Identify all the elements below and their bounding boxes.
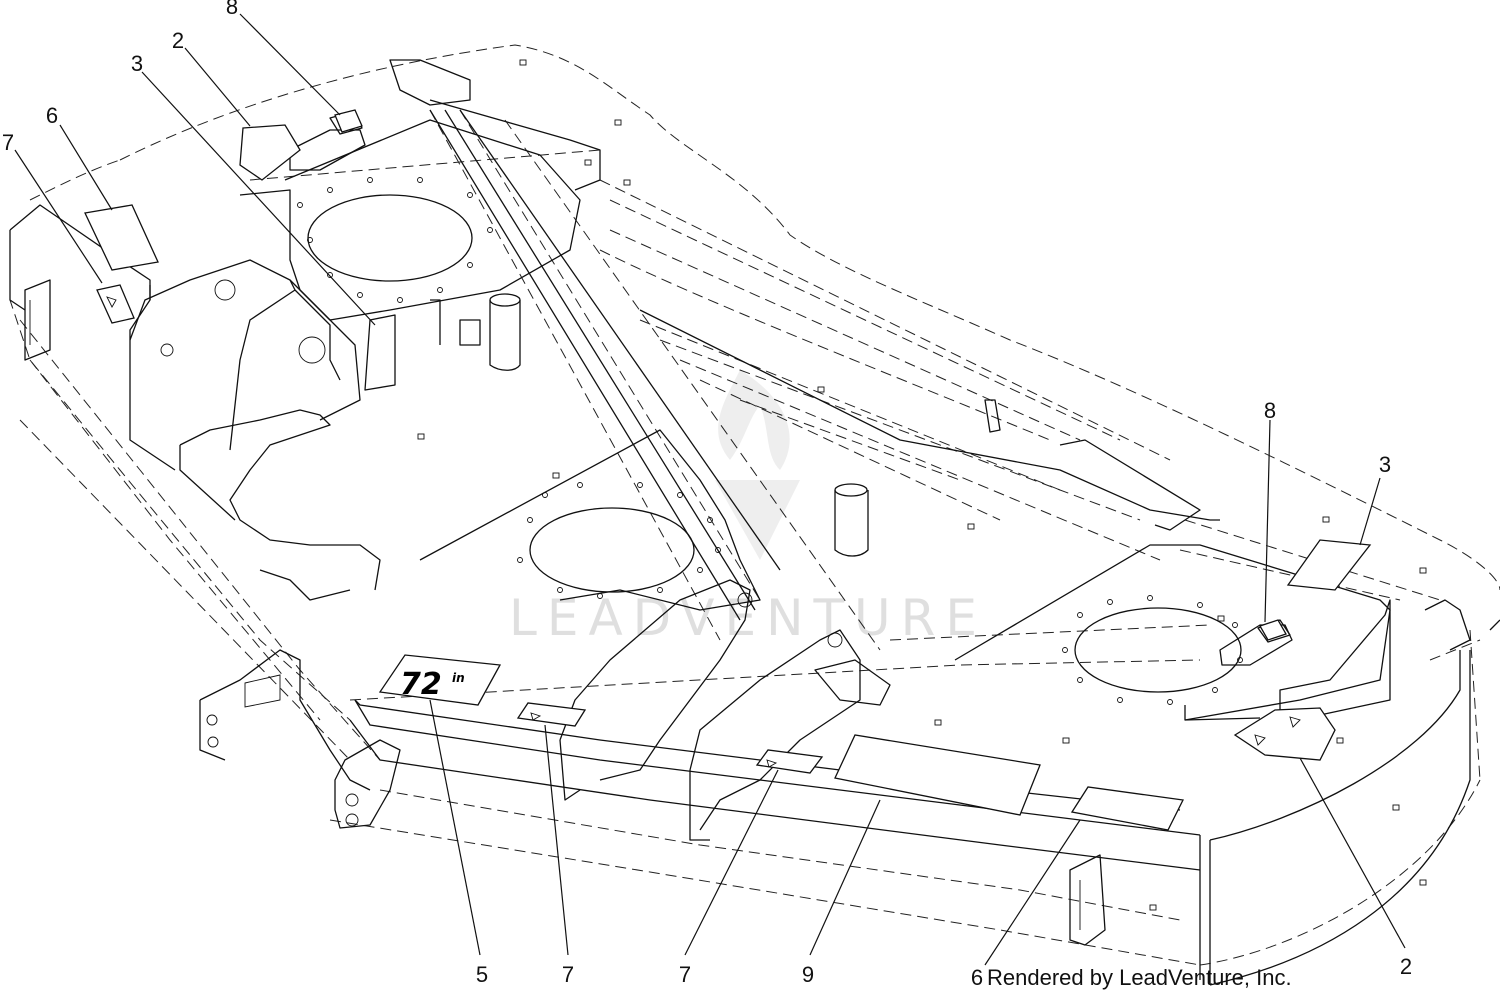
callout-label: 8 <box>226 0 238 19</box>
callout-label: 7 <box>679 962 691 987</box>
decal-8-rear <box>334 109 363 133</box>
callout-label: 2 <box>172 28 184 53</box>
deck-size-unit: in <box>452 671 465 685</box>
warning-triangle-icon <box>106 296 117 308</box>
watermark-text: LEADVENTURE <box>509 589 987 647</box>
callout-label: 7 <box>562 962 574 987</box>
decal-7-front-center <box>755 749 824 774</box>
callout-label: 3 <box>1379 452 1391 477</box>
watermark-logo-icon <box>715 370 800 560</box>
decal-2-rear <box>239 124 301 181</box>
callout-label: 2 <box>1400 954 1412 979</box>
warning-triangle-icon <box>766 759 778 768</box>
watermark: LEADVENTURE <box>509 370 987 647</box>
warning-triangle-icon <box>530 712 542 721</box>
decal-8-front <box>1259 619 1287 641</box>
decal-7-front-left <box>516 702 587 727</box>
decal-2-front <box>1233 707 1336 761</box>
warning-triangle-icon <box>1289 716 1301 728</box>
callout-label: 7 <box>2 130 14 155</box>
deck-housing-outline <box>9 44 1500 966</box>
callout-label: 5 <box>476 962 488 987</box>
decals: 72 in <box>84 109 1372 831</box>
render-credit: Rendered by LeadVenture, Inc. <box>987 965 1292 990</box>
warning-triangle-icon <box>1254 734 1266 746</box>
callout-label: 6 <box>971 965 983 990</box>
bolt-holes-center <box>517 482 721 599</box>
mounting-slots <box>417 59 1427 911</box>
deck-frame <box>9 59 1500 986</box>
callout-label: 8 <box>1264 398 1276 423</box>
decal-9 <box>834 734 1041 816</box>
decal-6-rear <box>84 204 159 271</box>
callout-labels: 8 2 3 6 7 8 3 5 7 7 9 6 2 <box>2 0 1412 990</box>
bolt-holes-left <box>297 177 493 303</box>
callout-label: 3 <box>131 51 143 76</box>
bolt-holes-right <box>1062 595 1243 705</box>
deck-size-number: 72 <box>400 667 442 702</box>
decal-3-front <box>1286 539 1372 591</box>
callout-label: 9 <box>802 962 814 987</box>
decal-5-deck-size <box>378 654 502 706</box>
leader-lines <box>14 13 1406 966</box>
decal-7-rear <box>96 284 135 324</box>
decal-6-front <box>1070 786 1184 831</box>
callout-label: 6 <box>46 103 58 128</box>
